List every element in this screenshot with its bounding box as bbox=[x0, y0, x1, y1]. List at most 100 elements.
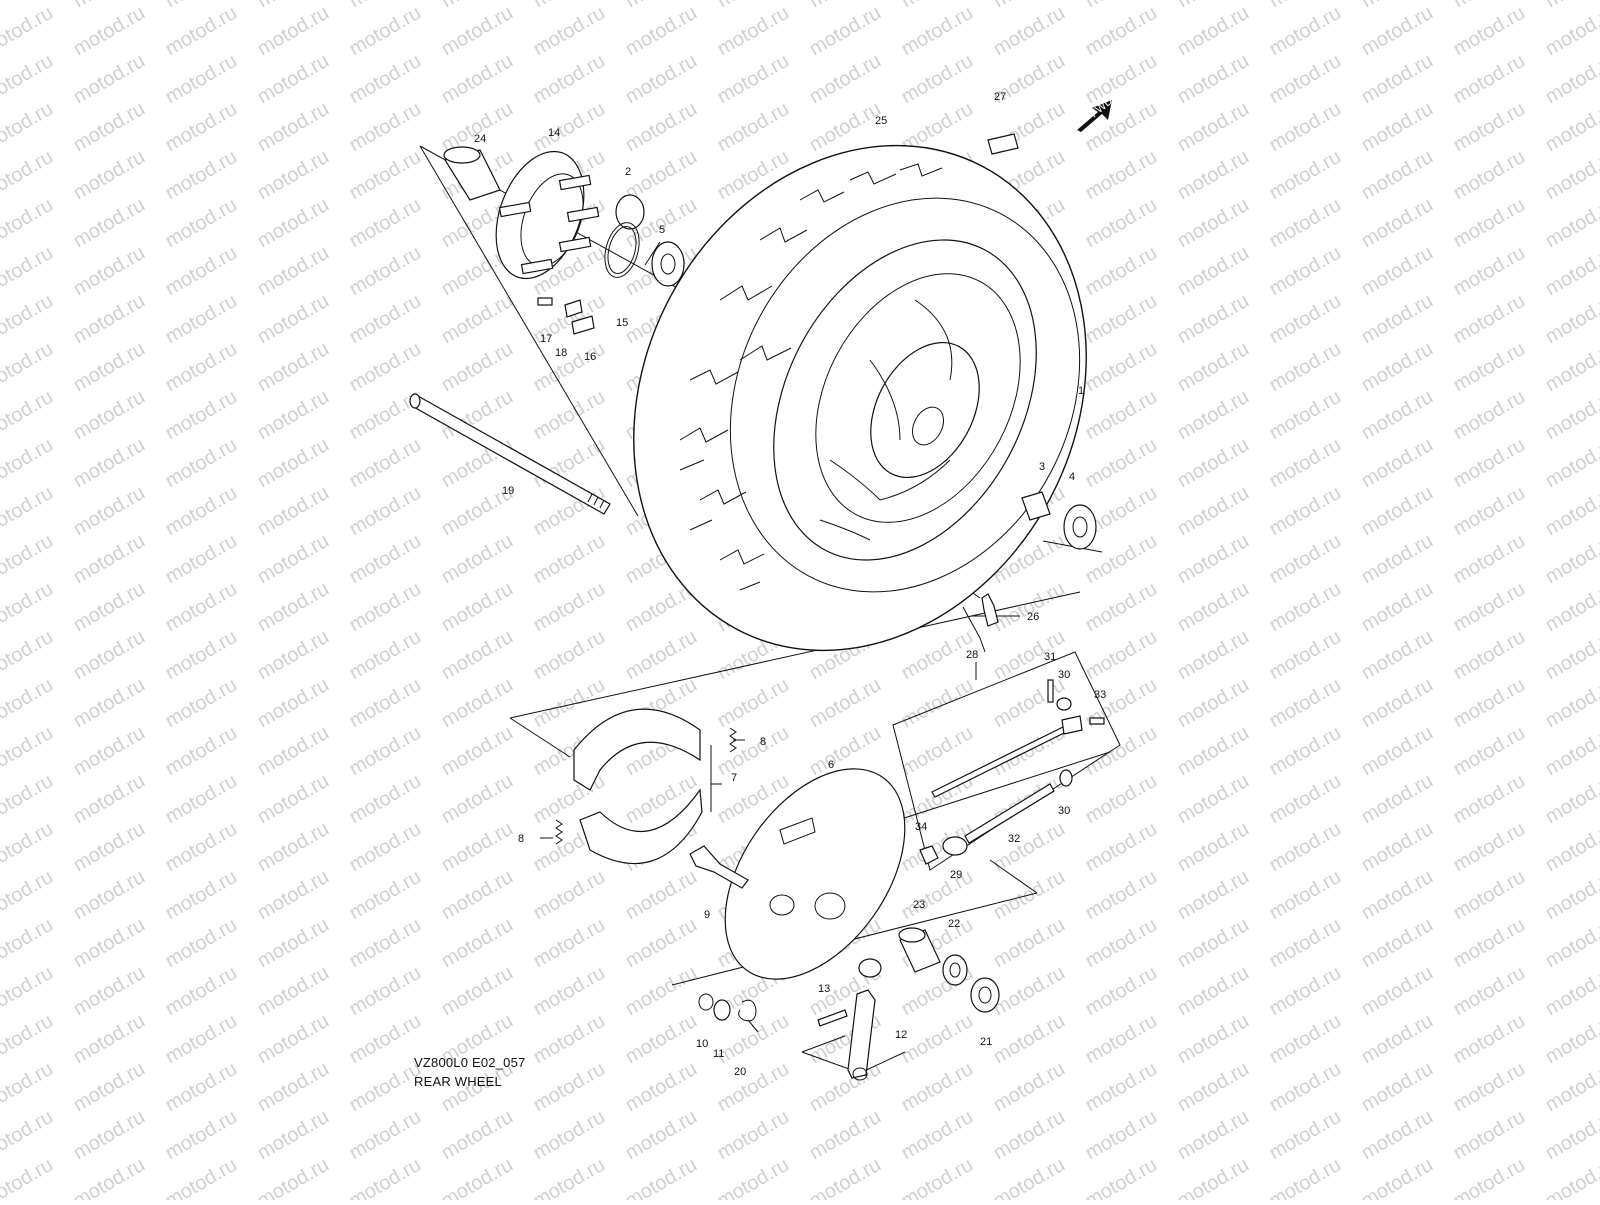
circlip-10 bbox=[699, 994, 713, 1010]
watermark-text: motod.ru bbox=[1542, 770, 1600, 829]
callout-15: 15 bbox=[616, 317, 628, 329]
watermark-text: motod.ru bbox=[1542, 482, 1600, 541]
watermark-text: motod.ru bbox=[1542, 722, 1600, 781]
watermark-text: motod.ru bbox=[1542, 674, 1600, 733]
watermark-text: motod.ru bbox=[0, 386, 57, 445]
diagram-title: REAR WHEEL bbox=[414, 1074, 502, 1089]
watermark-text: motod.ru bbox=[0, 2, 57, 61]
callout-12: 12 bbox=[895, 1029, 907, 1041]
callout-32: 32 bbox=[1008, 833, 1020, 845]
watermark-text: motod.ru bbox=[1542, 1106, 1600, 1165]
watermark-text: motod.ru bbox=[0, 722, 57, 781]
watermark-text: motod.ru bbox=[1542, 914, 1600, 973]
callout-3: 3 bbox=[1039, 461, 1045, 473]
callout-11: 11 bbox=[713, 1048, 724, 1060]
watermark-text: motod.ru bbox=[1542, 386, 1600, 445]
callout-21: 21 bbox=[980, 1036, 992, 1048]
watermark-text: motod.ru bbox=[1542, 98, 1600, 157]
callout-4: 4 bbox=[1069, 471, 1075, 483]
washer-11 bbox=[714, 1000, 730, 1020]
axle-nut-21 bbox=[971, 978, 999, 1012]
watermark-text: motod.ru bbox=[0, 962, 57, 1021]
watermark-text: motod.ru bbox=[1542, 290, 1600, 349]
bearing-4 bbox=[1064, 505, 1096, 549]
watermark-text: motod.ru bbox=[0, 1010, 57, 1069]
washer-30-a bbox=[1057, 698, 1071, 710]
watermark-text: motod.ru bbox=[1542, 962, 1600, 1021]
watermark-text: motod.ru bbox=[1542, 818, 1600, 877]
watermark-text: motod.ru bbox=[1542, 578, 1600, 637]
callout-8-upper: 8 bbox=[760, 736, 766, 748]
watermark-text: motod.ru bbox=[0, 578, 57, 637]
callout-5: 5 bbox=[659, 224, 665, 236]
callout-16: 16 bbox=[584, 351, 596, 363]
watermark-text: motod.ru bbox=[1542, 1058, 1600, 1117]
watermark-text: motod.ru bbox=[1542, 242, 1600, 301]
watermark-text: motod.ru bbox=[0, 1058, 57, 1117]
watermark-text: motod.ru bbox=[0, 530, 57, 589]
callout-10: 10 bbox=[696, 1038, 708, 1050]
watermark-text: motod.ru bbox=[0, 482, 57, 541]
watermark-text: motod.ru bbox=[0, 50, 57, 109]
spacer-2 bbox=[616, 195, 644, 229]
watermark-text: motod.ru bbox=[1542, 338, 1600, 397]
callout-6: 6 bbox=[828, 759, 834, 771]
callout-28: 28 bbox=[966, 649, 978, 661]
callout-22: 22 bbox=[948, 918, 960, 930]
callout-27: 27 bbox=[994, 91, 1006, 103]
valve-26 bbox=[982, 594, 998, 626]
watermark-text: motod.ru bbox=[0, 818, 57, 877]
bolt-33 bbox=[1090, 718, 1104, 724]
watermark-text: motod.ru bbox=[1542, 194, 1600, 253]
watermark-text: motod.ru bbox=[0, 290, 57, 349]
watermark-text: motod.ru bbox=[0, 626, 57, 685]
callout-34: 34 bbox=[915, 821, 927, 833]
callout-7: 7 bbox=[731, 772, 737, 784]
watermark-text: motod.ru bbox=[0, 674, 57, 733]
model-code: VZ800L0 E02_057 bbox=[414, 1055, 525, 1070]
callout-19: 19 bbox=[502, 485, 514, 497]
watermark-text: motod.ru bbox=[1542, 626, 1600, 685]
watermark-text: motod.ru bbox=[1542, 1010, 1600, 1069]
callout-31: 31 bbox=[1044, 651, 1056, 663]
watermark-text: motod.ru bbox=[0, 770, 57, 829]
washer-30-b bbox=[1060, 770, 1072, 786]
watermark-text: motod.ru bbox=[0, 98, 57, 157]
callout-26: 26 bbox=[1027, 611, 1039, 623]
callout-20: 20 bbox=[734, 1066, 746, 1078]
callout-9: 9 bbox=[704, 909, 710, 921]
watermark-text: motod.ru bbox=[0, 1106, 57, 1165]
pin-31 bbox=[1048, 680, 1053, 702]
callout-14: 14 bbox=[548, 127, 560, 139]
watermark-text: motod.ru bbox=[0, 434, 57, 493]
watermark-text: motod.ru bbox=[1542, 866, 1600, 925]
watermark-text: motod.ru bbox=[1542, 434, 1600, 493]
watermark-text: motod.ru bbox=[0, 866, 57, 925]
watermark-text: motod.ru bbox=[1542, 2, 1600, 61]
callout-30-lower: 30 bbox=[1058, 805, 1070, 817]
callout-29: 29 bbox=[950, 869, 962, 881]
watermark-text: motod.ru bbox=[0, 914, 57, 973]
callout-25: 25 bbox=[875, 115, 887, 127]
callout-17: 17 bbox=[540, 333, 552, 345]
watermark-text: motod.ru bbox=[0, 242, 57, 301]
callout-8-lower: 8 bbox=[518, 833, 524, 845]
callout-13: 13 bbox=[818, 983, 830, 995]
watermark-text: motod.ru bbox=[1542, 0, 1600, 12]
watermark-text: motod.ru bbox=[1542, 530, 1600, 589]
callout-1: 1 bbox=[1078, 385, 1084, 397]
watermark-text: motod.ru bbox=[0, 194, 57, 253]
callout-30-upper: 30 bbox=[1058, 669, 1070, 681]
joint-29 bbox=[943, 837, 967, 855]
callout-33: 33 bbox=[1094, 689, 1106, 701]
callout-18: 18 bbox=[555, 347, 567, 359]
callout-2: 2 bbox=[625, 166, 631, 178]
watermark-text: motod.ru bbox=[0, 146, 57, 205]
watermark-text: motod.ru bbox=[1542, 50, 1600, 109]
callout-24: 24 bbox=[474, 133, 486, 145]
washer-22 bbox=[943, 955, 967, 985]
watermark-text: motod.ru bbox=[0, 1154, 57, 1200]
callout-23: 23 bbox=[913, 899, 925, 911]
